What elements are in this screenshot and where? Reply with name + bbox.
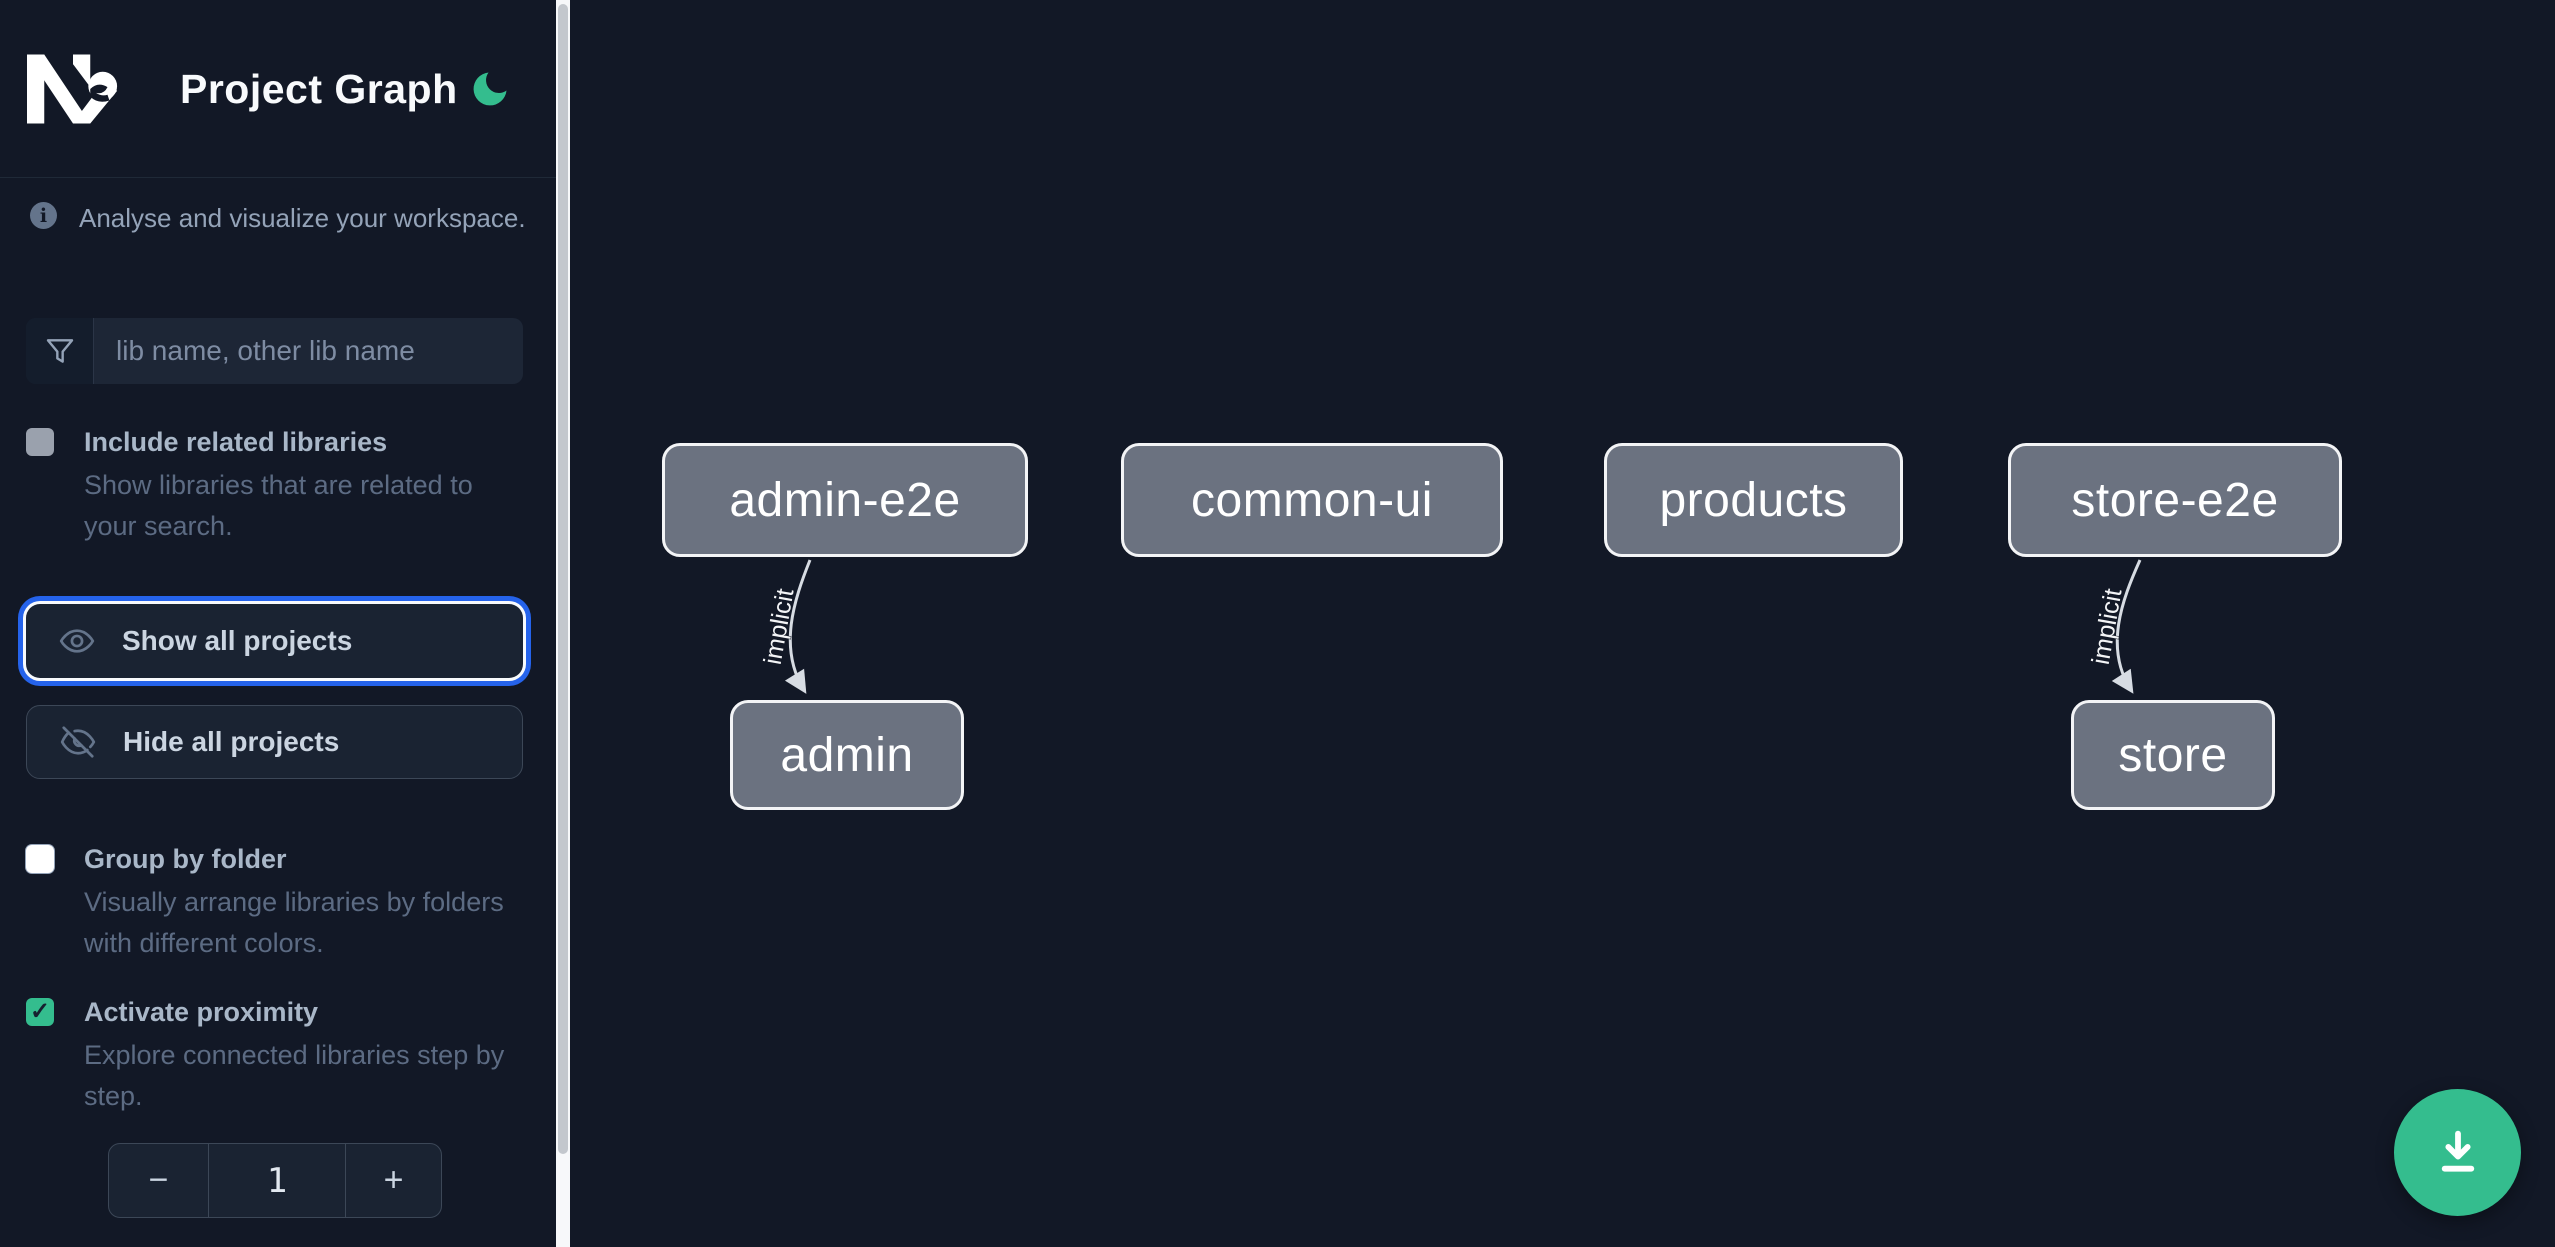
show-all-projects-label: Show all projects (122, 625, 353, 656)
hide-all-projects-button[interactable]: Hide all projects (26, 705, 523, 779)
option-group-by-folder: Group by folder Visually arrange librari… (26, 841, 526, 963)
graph-node-admin[interactable]: admin (730, 700, 964, 810)
moon-icon (473, 72, 507, 105)
graph-node-store[interactable]: store (2071, 700, 2275, 810)
download-icon (2441, 1130, 2474, 1172)
graph-node-common-ui[interactable]: common-ui (1121, 443, 1503, 557)
stepper-decrement-button[interactable]: − (109, 1144, 209, 1217)
search-bar (26, 318, 523, 384)
graph-canvas[interactable] (570, 0, 2555, 1247)
show-all-projects-button[interactable]: Show all projects (26, 604, 523, 678)
hide-all-projects-label: Hide all projects (123, 726, 340, 757)
activate-proximity-label: Activate proximity (84, 997, 319, 1027)
activate-proximity-checkbox[interactable] (26, 996, 54, 1026)
tagline-text: Analyse and visualize your workspace. (79, 203, 526, 233)
theme-toggle-button[interactable] (466, 66, 514, 114)
include-related-checkbox[interactable] (26, 428, 54, 456)
eye-icon (58, 622, 96, 660)
graph-node-admin-e2e[interactable]: admin-e2e (662, 443, 1028, 557)
info-icon: i (30, 202, 57, 229)
tagline-row: i Analyse and visualize your workspace. (30, 200, 530, 234)
group-by-folder-checkbox[interactable] (26, 845, 54, 873)
proximity-stepper: − 1 + (108, 1143, 442, 1218)
stepper-increment-button[interactable]: + (345, 1144, 441, 1217)
include-related-description: Show libraries that are related to your … (84, 470, 473, 541)
nx-logo (27, 54, 118, 124)
page-title: Project Graph (180, 66, 458, 112)
sidebar: Project Graph i Analyse and visualize yo… (0, 0, 556, 1247)
sidebar-header: Project Graph (0, 0, 556, 178)
option-include-related: Include related libraries Show libraries… (26, 424, 526, 546)
search-input[interactable] (94, 318, 523, 384)
eye-off-icon (59, 723, 97, 761)
download-image-button[interactable] (2394, 1089, 2521, 1216)
sidebar-scrollbar-track[interactable] (556, 0, 570, 1247)
sidebar-scrollbar-thumb[interactable] (558, 4, 568, 1154)
group-by-folder-description: Visually arrange libraries by folders wi… (84, 887, 504, 958)
include-related-label: Include related libraries (84, 427, 388, 457)
graph-node-products[interactable]: products (1604, 443, 1903, 557)
activate-proximity-description: Explore connected libraries step by step… (84, 1040, 505, 1111)
stepper-value: 1 (266, 1160, 288, 1201)
group-by-folder-label: Group by folder (84, 844, 287, 874)
option-activate-proximity: Activate proximity Explore connected lib… (26, 994, 526, 1116)
filter-funnel-icon (26, 318, 94, 384)
graph-node-store-e2e[interactable]: store-e2e (2008, 443, 2342, 557)
